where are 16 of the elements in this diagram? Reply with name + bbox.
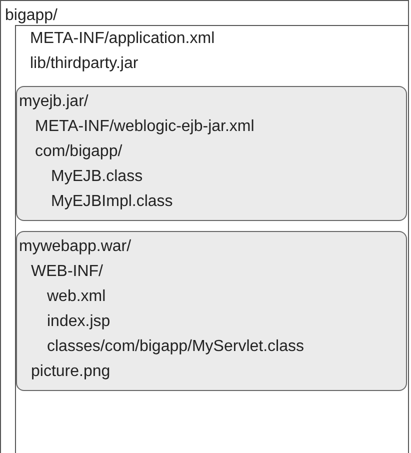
file-path: META-INF/weblogic-ejb-jar.xml xyxy=(34,117,254,137)
file-path: web.xml xyxy=(46,287,106,307)
folder-name: bigapp/ xyxy=(4,6,58,26)
folder-name: myejb.jar/ xyxy=(18,92,88,112)
file-path: com/bigapp/ xyxy=(34,142,122,162)
file-path: MyEJB.class xyxy=(50,167,143,187)
file-path: index.jsp xyxy=(46,312,110,332)
file-path: picture.png xyxy=(30,362,110,382)
file-path: MyEJBImpl.class xyxy=(50,192,173,212)
file-path: WEB-INF/ xyxy=(30,262,103,282)
file-path: classes/com/bigapp/MyServlet.class xyxy=(46,337,304,357)
folder-name: mywebapp.war/ xyxy=(18,237,132,257)
file-path: META-INF/application.xml xyxy=(29,29,215,49)
file-path: lib/thirdparty.jar xyxy=(29,54,138,74)
module-box xyxy=(16,231,407,391)
module-box xyxy=(16,86,407,221)
